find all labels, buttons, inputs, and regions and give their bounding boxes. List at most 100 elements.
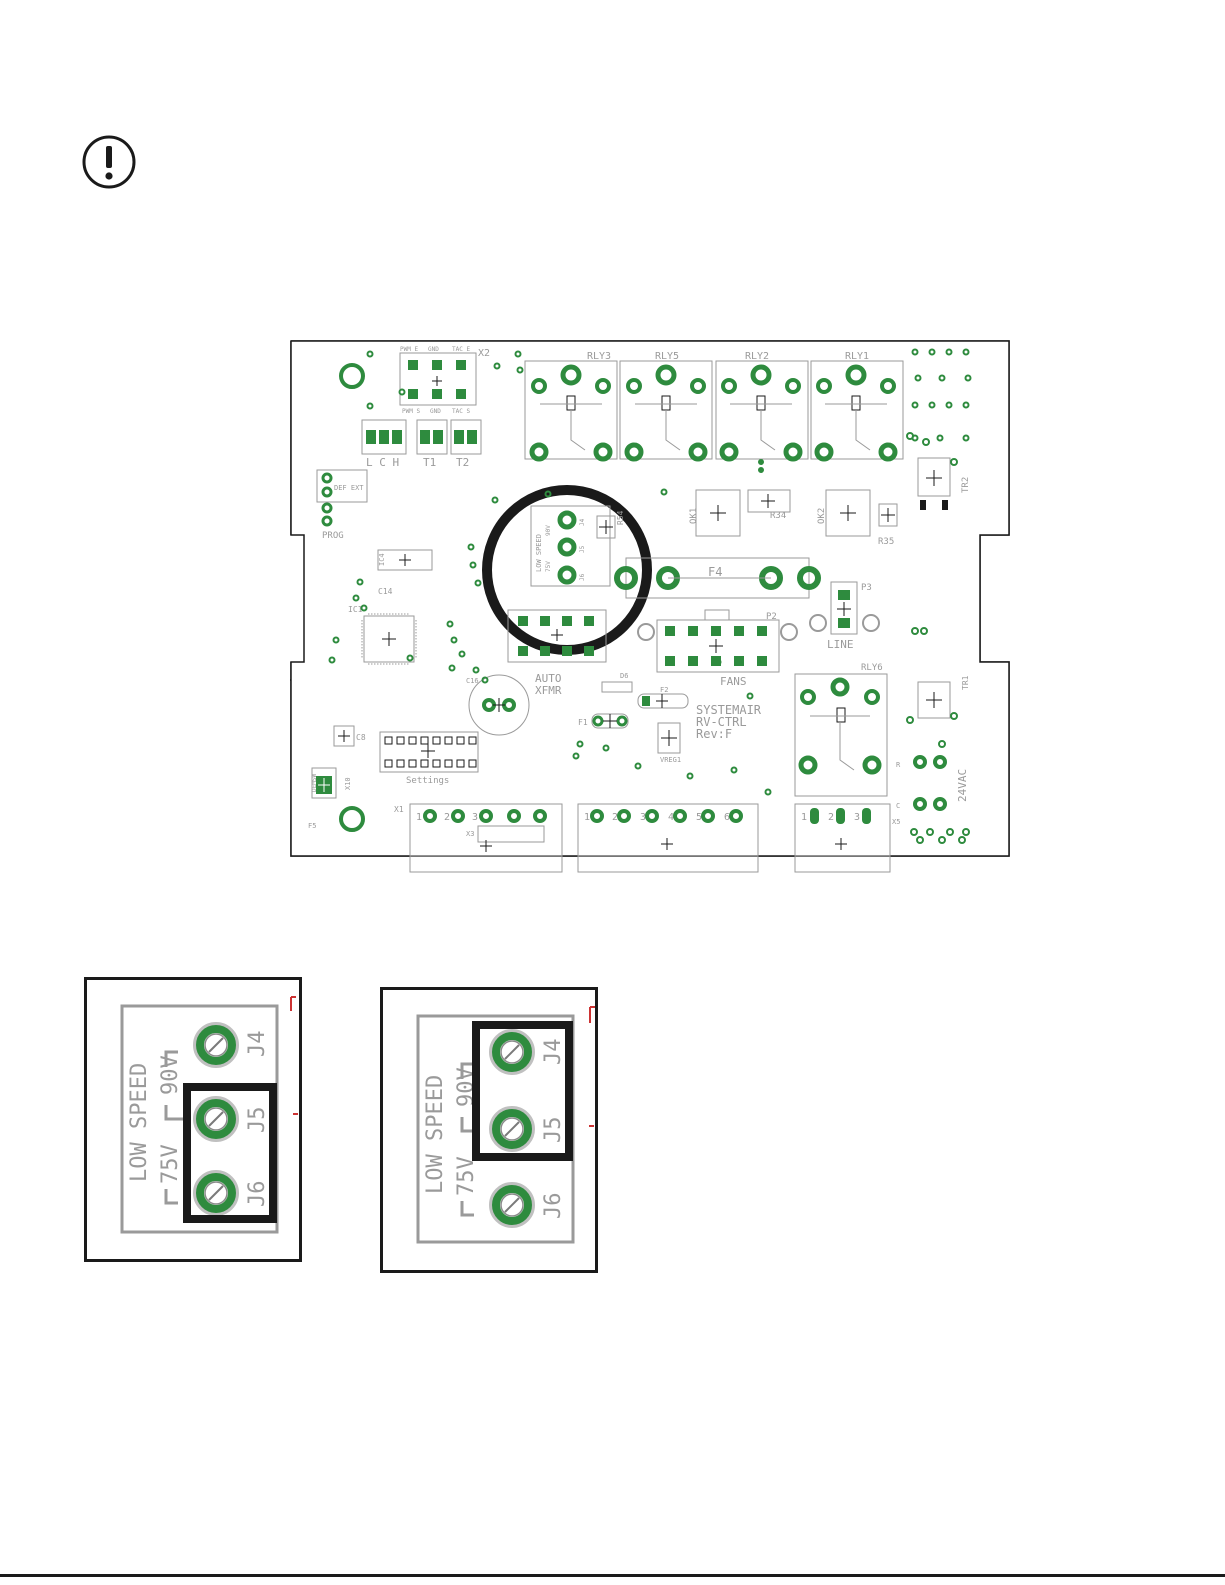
ok1-component: OK1 (689, 489, 741, 537)
line-connector-p3: P3 LINE (809, 581, 880, 651)
svg-text:R35: R35 (878, 537, 894, 547)
svg-text:4: 4 (668, 812, 674, 823)
svg-text:TR2: TR2 (961, 477, 971, 493)
svg-text:C16: C16 (466, 677, 479, 685)
svg-text:3: 3 (854, 812, 860, 823)
terminal-t2: T2 (450, 419, 482, 469)
svg-text:J5: J5 (245, 1107, 270, 1134)
svg-text:6: 6 (724, 812, 730, 823)
svg-text:D6: D6 (620, 672, 628, 680)
svg-text:Rev:F: Rev:F (696, 727, 732, 741)
svg-text:1: 1 (801, 812, 807, 823)
svg-text:3: 3 (640, 812, 646, 823)
svg-text:R54: R54 (616, 510, 625, 525)
fuse-f4: F4 (614, 557, 821, 599)
svg-text:X1: X1 (394, 805, 404, 814)
svg-text:XFMR: XFMR (535, 684, 562, 697)
r34-component: R34 (747, 489, 791, 521)
svg-text:SYSTEMAIR: SYSTEMAIR (696, 703, 762, 717)
pcb-board-diagram: RLY3 RLY5 RLY2 RLY1 (290, 340, 1010, 873)
svg-text:P3: P3 (861, 583, 872, 593)
svg-text:OK1: OK1 (689, 508, 699, 524)
svg-text:2: 2 (612, 812, 618, 823)
svg-text:T2: T2 (456, 456, 469, 469)
vreg1-component: VREG1 (657, 722, 681, 764)
svg-text:X3: X3 (466, 830, 474, 838)
svg-text:RLY5: RLY5 (655, 351, 679, 362)
svg-text:2: 2 (444, 812, 450, 823)
svg-text:J5: J5 (579, 545, 586, 553)
v75-label: 75V (158, 1144, 183, 1184)
def-ext-jumper: DEF EXT PROG (316, 469, 368, 541)
jumper-highlight-j5-j6 (183, 1083, 277, 1223)
svg-text:OK2: OK2 (817, 508, 827, 524)
svg-text:AUTO: AUTO (535, 672, 562, 685)
svg-text:J6: J6 (245, 1181, 270, 1208)
svg-text:F2: F2 (660, 686, 668, 694)
fuse-f2: F2 (637, 686, 689, 709)
svg-text:3: 3 (472, 812, 478, 823)
header-x2: PWM E GND TAC E X2 PWM S GND TAC S (399, 346, 490, 415)
svg-text:C14: C14 (378, 587, 393, 596)
svg-text:J5: J5 (541, 1117, 566, 1144)
svg-text:RLY6: RLY6 (861, 663, 883, 673)
svg-text:J4: J4 (245, 1031, 270, 1058)
capacitor-c16: C16 (466, 674, 530, 736)
svg-text:F5: F5 (308, 822, 316, 830)
svg-text:P2: P2 (766, 612, 777, 622)
svg-text:PROG: PROG (322, 531, 344, 541)
terminal-x5: 1 2 3 X5 (794, 803, 900, 857)
svg-text:X10: X10 (344, 777, 352, 790)
svg-text:2: 2 (828, 812, 834, 823)
svg-text:DEF EXT: DEF EXT (334, 484, 364, 492)
vac-terminals: R C 24VAC (896, 755, 969, 811)
svg-text:1: 1 (584, 812, 590, 823)
svg-text:R: R (896, 761, 901, 769)
pin-j5 (193, 1096, 239, 1142)
ic4-chip: IC4 (377, 549, 433, 571)
svg-text:LOW SPEED: LOW SPEED (423, 1075, 448, 1194)
jumper-detail-90v: LOW SPEED 90V 75V J4 J5 J6 (380, 987, 598, 1273)
svg-text:R34: R34 (770, 511, 786, 521)
svg-text:VREG1: VREG1 (660, 756, 681, 764)
svg-text:C: C (896, 802, 900, 810)
pin-j6 (489, 1182, 535, 1228)
svg-text:TR1: TR1 (961, 675, 970, 690)
svg-text:J4: J4 (579, 518, 586, 526)
svg-text:RLY2: RLY2 (745, 351, 769, 362)
svg-text:75V: 75V (454, 1156, 479, 1196)
svg-text:PWM E: PWM E (400, 346, 418, 353)
relay-rly1: RLY1 (810, 351, 904, 462)
svg-text:F4: F4 (708, 565, 722, 579)
capacitor-c8: C8 (333, 725, 366, 747)
low-speed-jumper-small: LOW SPEED 75V 90V J4 J5 J6 R54 (530, 505, 625, 587)
fans-connector-p2: P2 FANS (637, 609, 798, 688)
svg-text:RLY1: RLY1 (845, 351, 869, 362)
svg-text:LOW SPEED: LOW SPEED (535, 534, 543, 572)
terminal-t1: T1 (416, 419, 448, 469)
relay-rly5: RLY5 (619, 351, 713, 462)
svg-text:LINE: LINE (827, 638, 854, 651)
warning-icon (82, 135, 136, 189)
svg-text:5: 5 (696, 812, 702, 823)
pin-j4 (193, 1022, 239, 1068)
svg-text:GND: GND (430, 408, 441, 415)
tr1-component: TR1 (917, 675, 970, 719)
svg-text:IC4: IC4 (378, 553, 386, 566)
ic1-chip: C14 IC1 (348, 587, 417, 665)
board-brand-text: SYSTEMAIR RV-CTRL Rev:F (696, 703, 762, 741)
svg-text:Settings: Settings (406, 776, 449, 786)
svg-text:L C H: L C H (366, 456, 399, 469)
svg-text:TAC S: TAC S (452, 408, 470, 415)
svg-text:1: 1 (416, 812, 422, 823)
r35-component: R35 (878, 503, 898, 547)
svg-text:J4: J4 (541, 1039, 566, 1066)
svg-text:FANS: FANS (720, 675, 747, 688)
relay-rly3: RLY3 (524, 351, 618, 462)
low-speed-label: LOW SPEED (127, 1063, 152, 1182)
ok2-component: OK2 (817, 489, 871, 537)
pin-j4 (489, 1029, 535, 1075)
terminal-x4: 1 2 3 4 5 6 (577, 803, 759, 857)
terminal-lch: L C H (361, 419, 407, 469)
svg-text:RV-CTRL: RV-CTRL (696, 715, 747, 729)
